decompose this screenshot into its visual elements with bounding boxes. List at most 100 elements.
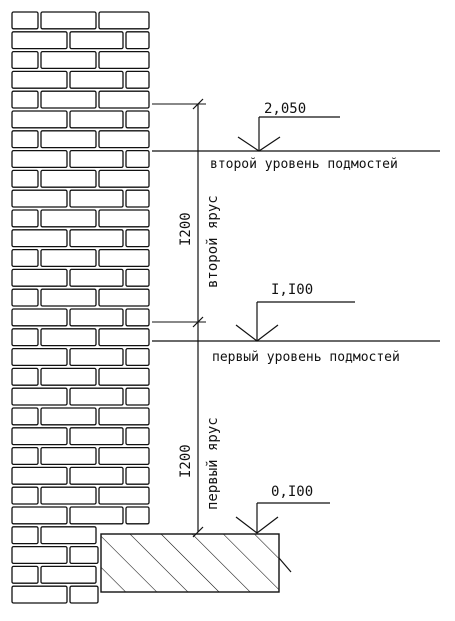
brick — [98, 407, 150, 426]
brick — [69, 427, 124, 446]
brick — [11, 11, 39, 30]
brick — [98, 50, 150, 70]
vertical-dimension-line — [192, 98, 204, 538]
brick — [11, 387, 68, 406]
first-tier-name-label: первый ярус — [205, 417, 221, 510]
brick — [11, 407, 39, 426]
brick — [11, 189, 68, 208]
brick — [40, 11, 97, 30]
brick — [98, 446, 150, 466]
elevation-middle-label: I,I00 — [271, 282, 313, 298]
brick — [98, 486, 150, 505]
brick — [69, 347, 124, 367]
brick — [69, 189, 124, 208]
brick — [98, 367, 150, 386]
brick — [11, 149, 68, 169]
brick — [69, 545, 99, 565]
brick — [11, 90, 39, 109]
brick — [11, 268, 68, 287]
brick — [69, 506, 124, 525]
brick — [69, 70, 124, 89]
brick — [11, 288, 39, 307]
brick — [69, 229, 124, 248]
brick — [125, 149, 150, 169]
brick — [11, 367, 39, 386]
second-level-label: второй уровень подмостей — [210, 157, 398, 172]
brick — [98, 248, 150, 268]
brick — [125, 189, 150, 208]
brick — [98, 130, 150, 149]
extension-lines — [152, 103, 206, 323]
brick — [98, 11, 150, 30]
brick — [40, 565, 97, 584]
elevation-top-label: 2,050 — [264, 101, 306, 117]
brick — [11, 526, 39, 545]
brick — [98, 288, 150, 307]
brick — [11, 50, 39, 70]
brick — [11, 446, 39, 466]
brick — [40, 288, 97, 307]
brick — [125, 347, 150, 367]
elevation-marker-top — [237, 116, 340, 152]
brick — [125, 308, 150, 327]
brick — [40, 248, 97, 268]
brick — [11, 427, 68, 446]
brick — [11, 585, 68, 604]
brick — [40, 50, 97, 70]
brick — [11, 466, 68, 485]
brick — [11, 545, 68, 565]
brick-wall — [11, 11, 150, 604]
brick — [69, 149, 124, 169]
elevation-marker-middle — [235, 301, 355, 342]
brick — [69, 466, 124, 485]
brick — [125, 506, 150, 525]
brick — [98, 169, 150, 188]
brick — [125, 427, 150, 446]
brick — [69, 585, 99, 604]
brick — [40, 209, 97, 228]
brick — [98, 90, 150, 109]
brick — [11, 110, 68, 129]
first-tier-height-label: I200 — [178, 444, 194, 478]
brick — [11, 328, 39, 347]
brick — [11, 229, 68, 248]
brick — [40, 407, 97, 426]
brick — [98, 328, 150, 347]
brick — [11, 486, 39, 505]
brick — [40, 526, 97, 545]
elevation-marker-bottom — [235, 502, 330, 534]
brick — [98, 209, 150, 228]
brick — [40, 328, 97, 347]
brick — [125, 229, 150, 248]
brick — [40, 90, 97, 109]
brick — [125, 387, 150, 406]
brick — [11, 169, 39, 188]
brick — [69, 110, 124, 129]
brick — [40, 486, 97, 505]
first-level-label: первый уровень подмостей — [212, 350, 400, 365]
brick — [11, 347, 68, 367]
brick — [125, 466, 150, 485]
brick — [125, 110, 150, 129]
brick — [69, 268, 124, 287]
brick — [40, 130, 97, 149]
brick — [69, 308, 124, 327]
brick — [11, 308, 68, 327]
brick — [125, 31, 150, 50]
brick — [69, 387, 124, 406]
brick — [11, 248, 39, 268]
brick — [11, 506, 68, 525]
brick — [69, 31, 124, 50]
brick — [11, 31, 68, 50]
brick — [11, 130, 39, 149]
brick — [125, 70, 150, 89]
brick — [40, 367, 97, 386]
brick — [11, 70, 68, 89]
brick — [40, 446, 97, 466]
brick — [11, 209, 39, 228]
foundation-block — [100, 533, 292, 593]
second-tier-name-label: второй ярус — [205, 195, 221, 288]
elevation-bottom-label: 0,I00 — [271, 484, 313, 500]
second-tier-height-label: I200 — [178, 212, 194, 246]
